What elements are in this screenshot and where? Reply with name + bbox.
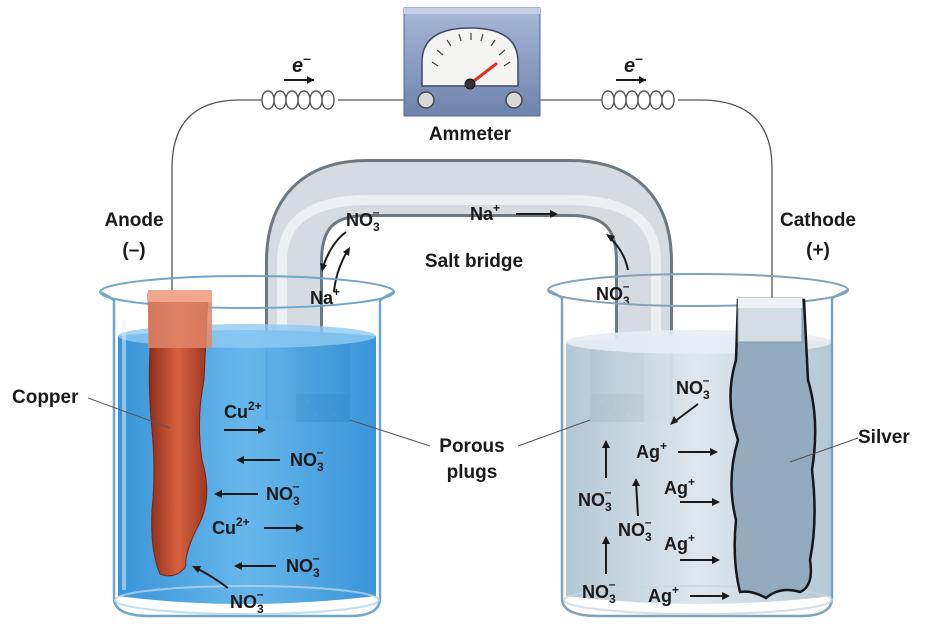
electron-label-left: e– — [284, 50, 314, 84]
anode-label: Anode — [104, 210, 163, 231]
svg-text:NO3–: NO3– — [596, 279, 630, 308]
svg-text:NO3–: NO3– — [618, 515, 652, 544]
ion-na-bridge-top: Na+ — [470, 201, 558, 224]
svg-text:NO3–: NO3– — [290, 445, 324, 474]
coil-left — [261, 90, 335, 110]
ion-no3-left-4: NO3– — [192, 566, 264, 616]
svg-text:Na+: Na+ — [310, 285, 340, 308]
svg-text:NO3–: NO3– — [676, 373, 710, 402]
svg-text:Cu2+: Cu2+ — [224, 399, 262, 422]
ammeter-terminal-right — [505, 91, 523, 109]
cathode-label: Cathode — [780, 210, 856, 231]
copper-electrode — [147, 290, 212, 577]
porous-plugs-label-line1: Porous — [439, 436, 504, 457]
silver-label: Silver — [858, 427, 910, 448]
ion-no3-left-1: NO3– — [236, 445, 324, 474]
svg-text:Ag+: Ag+ — [664, 475, 695, 498]
ion-no3-right-2: NO3– — [578, 440, 612, 514]
svg-text:e–: e– — [624, 50, 643, 77]
silver-electrode — [729, 297, 817, 600]
cathode-sign: (+) — [806, 240, 830, 261]
ion-no3-right-1: NO3– — [670, 373, 710, 425]
ion-no3-left-2: NO3– — [214, 479, 300, 508]
copper-label: Copper — [12, 387, 79, 408]
svg-text:NO3–: NO3– — [578, 485, 612, 514]
svg-text:NO3–: NO3– — [286, 551, 320, 580]
svg-text:e–: e– — [292, 50, 311, 77]
salt-bridge-label: Salt bridge — [425, 251, 523, 272]
svg-text:Cu2+: Cu2+ — [212, 515, 250, 538]
ion-ag-3: Ag+ — [664, 531, 720, 564]
ion-no3-right-4: NO3– — [582, 536, 616, 606]
ion-ag-1: Ag+ — [636, 439, 718, 462]
ammeter-scale — [431, 33, 511, 67]
leader-lines — [87, 397, 859, 463]
ion-no3-bridge-left: NO3– — [320, 205, 380, 272]
ion-no3-bridge-right: NO3– — [596, 234, 630, 308]
coil-right — [601, 90, 675, 110]
electron-label-right: e– — [616, 50, 646, 84]
svg-text:Ag+: Ag+ — [664, 531, 695, 554]
ammeter-label: Ammeter — [429, 124, 512, 145]
ion-ag-2: Ag+ — [664, 475, 720, 506]
svg-text:NO3–: NO3– — [266, 479, 300, 508]
ammeter — [403, 7, 541, 117]
anode-sign: (–) — [122, 240, 145, 261]
ion-na-bridge-up: Na+ — [310, 247, 350, 308]
svg-text:Ag+: Ag+ — [636, 439, 667, 462]
svg-text:Ag+: Ag+ — [648, 583, 679, 606]
ion-cu-1: Cu2+ — [224, 399, 266, 434]
svg-text:NO3–: NO3– — [346, 205, 380, 234]
ion-cu-2: Cu2+ — [212, 515, 304, 538]
svg-text:NO3–: NO3– — [230, 587, 264, 616]
svg-text:NO3–: NO3– — [582, 577, 616, 606]
porous-plugs-label-line2: plugs — [447, 462, 498, 483]
ion-ag-4: Ag+ — [648, 583, 730, 606]
ion-no3-left-3: NO3– — [234, 551, 320, 580]
ammeter-terminal-left — [417, 91, 435, 109]
svg-text:Na+: Na+ — [470, 201, 500, 224]
ion-no3-right-3: NO3– — [618, 478, 652, 544]
